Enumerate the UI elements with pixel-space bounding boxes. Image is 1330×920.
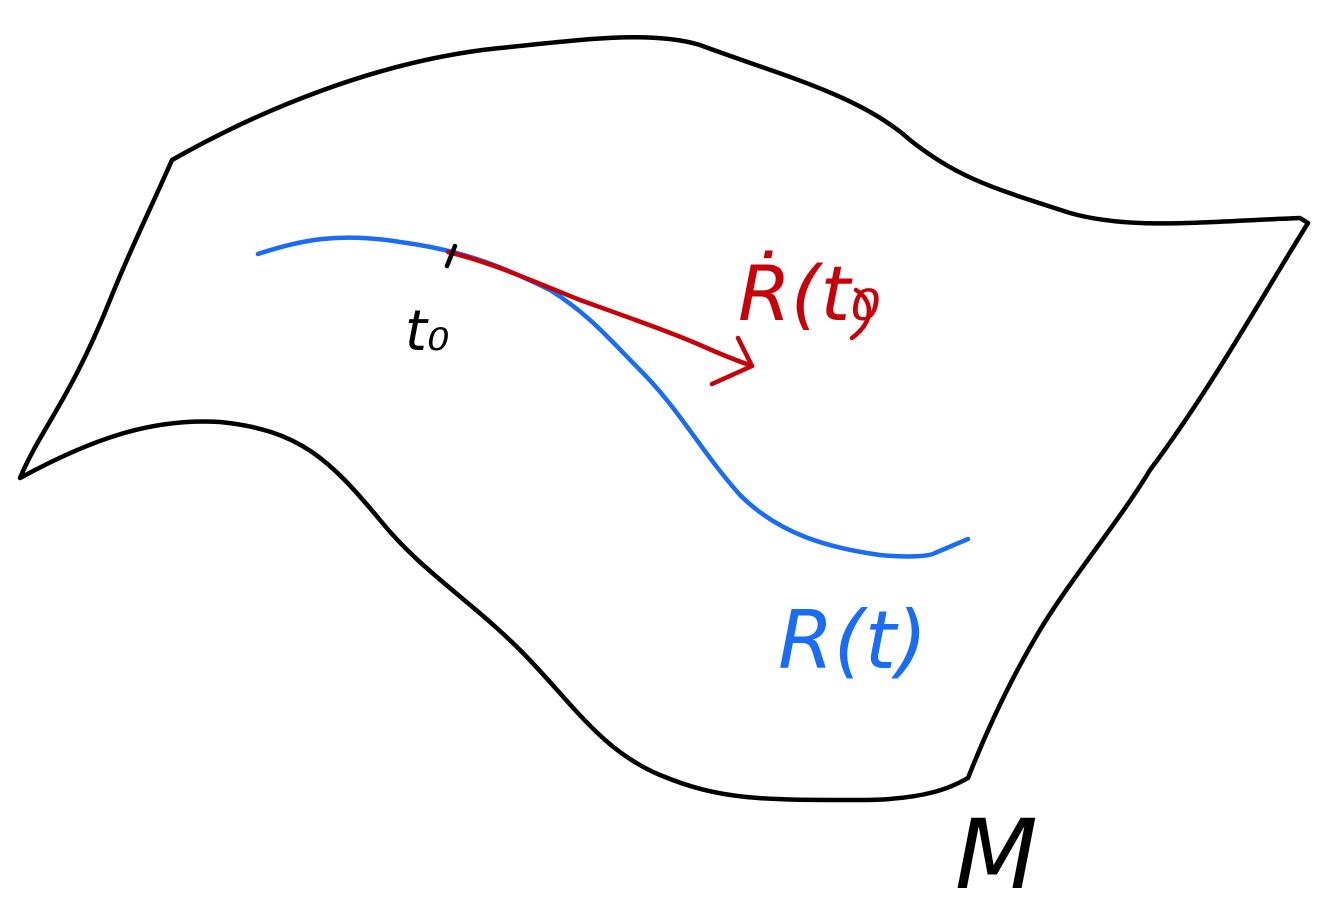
point-label: t₀ <box>405 299 449 364</box>
manifold-label: M <box>955 799 1038 911</box>
tangent-label: Ṙ(t₀ <box>738 249 881 338</box>
curve-label: R(t) <box>778 594 927 687</box>
tangent-arrowhead <box>709 335 755 387</box>
point-tick-mark <box>444 243 458 269</box>
curve-r-of-t <box>255 235 971 559</box>
manifold-surface-outline <box>17 35 1311 803</box>
tangent-vector-line <box>445 249 755 369</box>
tangent-label-closing-paren <box>849 287 872 341</box>
